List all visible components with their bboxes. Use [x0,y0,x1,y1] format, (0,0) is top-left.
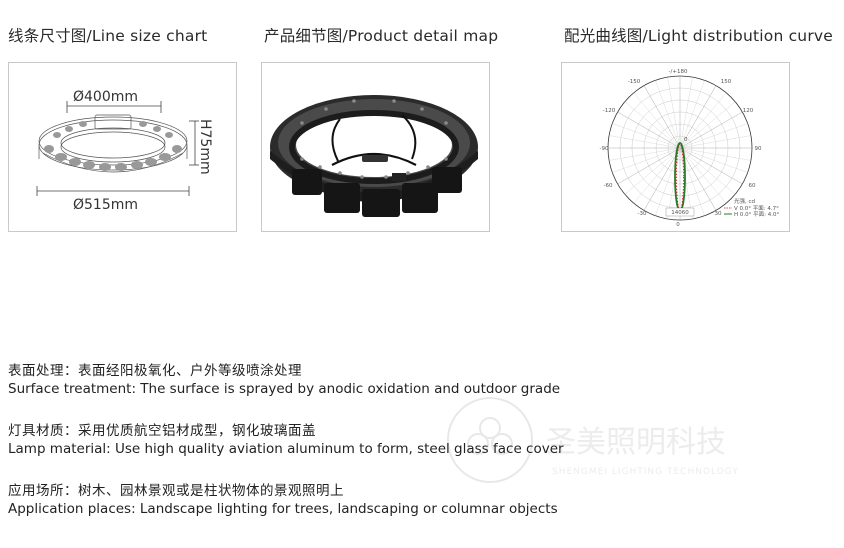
polar-spoke [612,123,681,149]
polar-spoke [679,80,705,149]
polar-spoke [617,147,681,185]
angle-label-m90: -90 [600,146,609,152]
center-value: 14060 [671,210,689,216]
lamp-ring-sketch [38,114,188,173]
watermark-en: SHENGMEI LIGHTING TECHNOLOGY [552,467,739,477]
polar-spoke [617,111,681,149]
legend-v: V 0.0° 平面: 4.7° [734,205,779,212]
line-size-chart-title: 线条尺寸图/Line size chart [8,27,208,45]
polar-spoke [679,77,693,149]
lamp-material-en: Lamp material: Use high quality aviation… [8,441,564,457]
polar-spoke [643,147,681,211]
polar-spoke [679,101,736,149]
polar-spoke [679,92,727,149]
polar-spoke [679,135,751,149]
angle-label-0-top: 0 [684,137,688,143]
polar-diagram: -/+180 -150 150 -120 120 -90 90 -60 60 -… [600,69,780,228]
angle-label-180: -/+180 [669,69,688,75]
lamp-ring-photo [270,95,478,217]
polar-spoke [679,85,717,149]
polar-spoke [679,123,748,149]
surface-treatment-en: Surface treatment: The surface is spraye… [8,381,561,397]
polar-spoke [667,147,681,219]
line-size-drawing: Ø400mm H75mm Ø515mm [36,89,213,213]
lamp-ring-texture [44,121,182,171]
polar-grid [607,75,753,221]
polar-spoke [667,77,681,149]
watermark-cn: 圣美照明科技 [546,425,726,460]
application-places-cn: 应用场所：树木、园林景观或是柱状物体的景观照明上 [8,483,344,499]
diameter-top-label: Ø400mm [73,89,138,105]
polar-spoke [633,92,681,149]
angle-label-m30: -30 [638,211,647,217]
product-detail-map-title: 产品细节图/Product detail map [264,27,499,45]
angle-label-120: 120 [743,108,754,114]
polar-spoke [679,147,751,161]
polar-spoke [679,147,727,204]
lamp-material-cn: 灯具材质：采用优质航空铝材成型，钢化玻璃面盖 [8,423,316,439]
product-detail-panel [261,62,490,232]
legend-h: H 0.0° 平面: 4.0° [734,211,779,218]
polar-spoke [679,111,743,149]
angle-label-m120: -120 [603,108,616,114]
polar-spoke [609,135,681,149]
diameter-bottom-label: Ø515mm [73,197,138,213]
angle-label-90: 90 [755,146,762,152]
polar-spoke [609,147,681,161]
application-places-en: Application places: Landscape lighting f… [8,501,558,517]
curve-legend: 光强, cd V 0.0° 平面: 4.7° H 0.0° 平面: 4.0° [724,197,779,218]
legend-unit: 光强, cd [734,197,755,205]
angle-label-150: 150 [721,79,732,85]
center-value-box [665,207,695,217]
polar-spoke [624,147,681,195]
angle-label-60: 60 [749,183,756,189]
product-photo [270,95,478,217]
polar-spoke [679,147,736,195]
polar-spoke [655,80,681,149]
angle-label-m150: -150 [628,79,641,85]
line-size-chart-panel: Ø400mm H75mm Ø515mm [8,62,237,232]
polar-spoke [679,147,748,173]
light-distribution-curve-title: 配光曲线图/Light distribution curve [564,27,834,45]
angle-label-30: 30 [715,211,722,217]
height-label: H75mm [197,119,213,175]
polar-spoke [679,147,717,211]
light-distribution-panel: -/+180 -150 150 -120 120 -90 90 -60 60 -… [561,62,790,232]
angle-label-m60: -60 [604,183,613,189]
polar-spoke [624,101,681,149]
polar-spoke [612,147,681,173]
angle-label-0-bottom: 0 [676,222,680,228]
polar-angle-labels: -/+180 -150 150 -120 120 -90 90 -60 60 -… [600,69,762,228]
polar-spoke [679,147,743,185]
polar-spoke [679,147,693,219]
surface-treatment-cn: 表面处理：表面经阳极氧化、户外等级喷涂处理 [8,363,302,379]
polar-spoke [633,147,681,204]
polar-spoke [643,85,681,149]
